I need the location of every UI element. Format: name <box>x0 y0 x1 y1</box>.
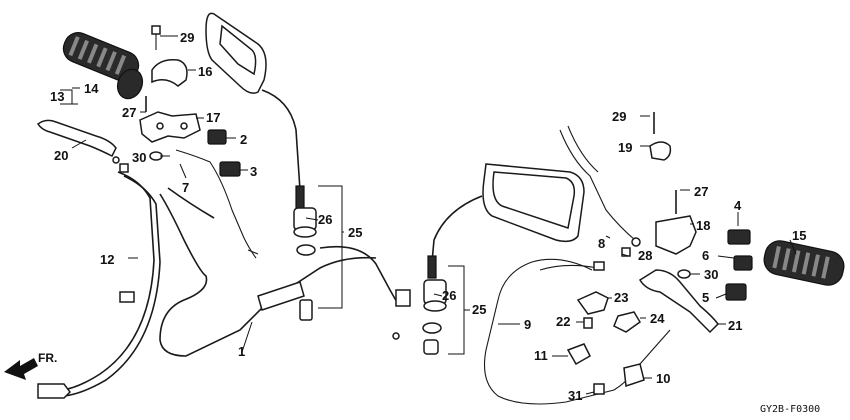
callout-7: 7 <box>182 180 189 195</box>
bolt-31 <box>593 383 605 395</box>
callout-17: 17 <box>206 110 220 125</box>
right-mirror <box>427 163 585 279</box>
throttle-housing <box>139 111 201 143</box>
callout-19: 19 <box>618 140 632 155</box>
callout-16: 16 <box>198 64 212 79</box>
callout-30-left: 30 <box>132 150 146 165</box>
screw-22 <box>583 317 593 329</box>
nut-30-right <box>677 269 691 279</box>
callout-1: 1 <box>238 344 245 359</box>
callout-21: 21 <box>728 318 742 333</box>
callout-18: 18 <box>696 218 710 233</box>
switch-2 <box>207 129 227 145</box>
callout-8-mid: 8 <box>598 236 605 251</box>
callout-27-right: 27 <box>694 184 708 199</box>
throttle-housing-cover <box>151 58 188 87</box>
cable-end-fitting <box>119 163 129 173</box>
bracket-25-right <box>448 265 465 355</box>
callout-9: 9 <box>524 317 531 332</box>
switch-5 <box>725 283 747 301</box>
callout-29-right: 29 <box>612 109 626 124</box>
callout-31: 31 <box>568 388 582 403</box>
callout-3: 3 <box>250 164 257 179</box>
bracket-19 <box>649 141 672 161</box>
callout-24: 24 <box>650 311 665 326</box>
callout-15: 15 <box>792 228 806 243</box>
callout-labels: 13 14 16 29 27 17 2 3 30 7 20 12 1 26 25… <box>50 30 806 403</box>
bracket-23 <box>576 291 609 315</box>
callout-28: 28 <box>638 248 652 263</box>
callout-26-right: 26 <box>442 288 456 303</box>
screw-29-top <box>151 25 161 50</box>
cable-9 <box>483 258 671 405</box>
callout-10: 10 <box>656 371 670 386</box>
switch-housing-18 <box>655 215 697 255</box>
callout-23: 23 <box>614 290 628 305</box>
screw-28 <box>621 247 631 257</box>
front-direction-arrow: FR. <box>4 351 57 380</box>
callout-2: 2 <box>240 132 247 147</box>
switch-6 <box>733 255 753 271</box>
callout-14: 14 <box>84 81 99 96</box>
front-label: FR. <box>38 351 57 365</box>
callout-20: 20 <box>54 148 68 163</box>
callout-29-left: 29 <box>180 30 194 45</box>
callout-5: 5 <box>702 290 709 305</box>
throttle-cable <box>159 187 411 357</box>
plate-24 <box>613 311 641 333</box>
callout-26-center: 26 <box>318 212 332 227</box>
cable-end-nut <box>112 156 120 164</box>
adjuster-10 <box>623 363 645 388</box>
switch-3 <box>219 161 241 177</box>
clutch-cable <box>37 171 161 399</box>
callout-11: 11 <box>534 348 548 363</box>
callout-13: 13 <box>50 89 64 104</box>
diagram-code: GY2B-F0300 <box>760 404 820 415</box>
clip-11 <box>566 343 591 366</box>
left-grip <box>62 32 144 100</box>
nut-26-right <box>422 322 442 334</box>
callout-25-right: 25 <box>472 302 486 317</box>
callout-12: 12 <box>100 252 114 267</box>
cable-7 <box>175 149 257 259</box>
leader-lines <box>60 35 797 395</box>
cable-8 <box>559 129 641 245</box>
callout-22: 22 <box>556 314 570 329</box>
callout-25-left: 25 <box>348 225 362 240</box>
callout-4: 4 <box>734 198 742 213</box>
callout-6: 6 <box>702 248 709 263</box>
right-grip <box>763 240 845 286</box>
clutch-lever <box>36 119 117 158</box>
callout-30-right: 30 <box>704 267 718 282</box>
callout-27-left: 27 <box>122 105 136 120</box>
switch-4 <box>727 229 751 245</box>
nut-26-center <box>296 244 316 256</box>
